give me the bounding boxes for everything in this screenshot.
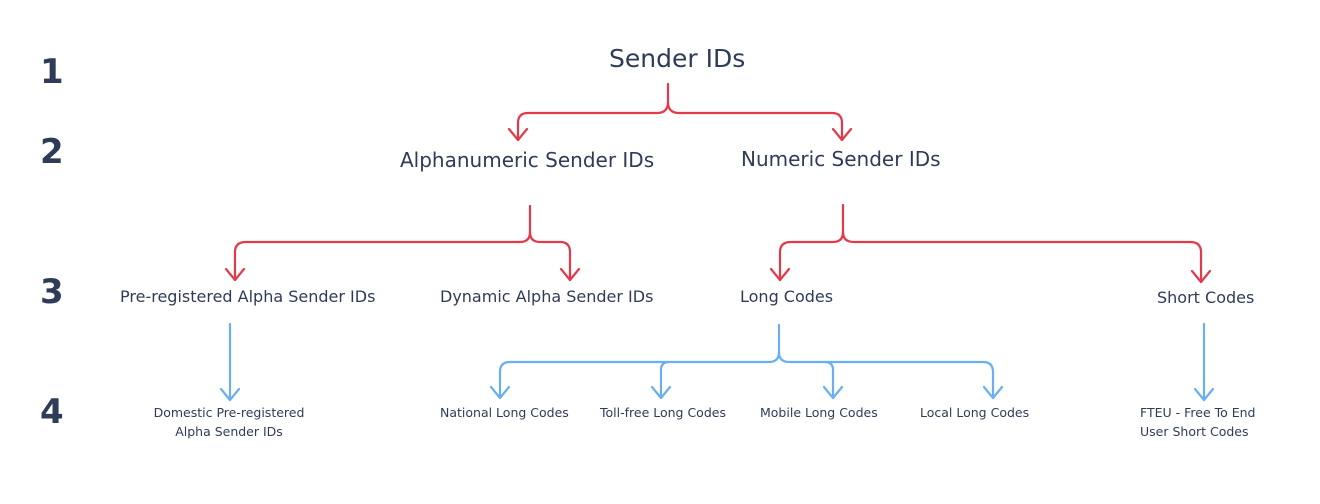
connector-long-codes-bus [498, 323, 781, 400]
connector-root-to-level2 [516, 82, 670, 142]
arrow-local [982, 385, 1004, 400]
arrow-short-codes [1190, 269, 1212, 284]
level-number-3: 3 [40, 272, 64, 312]
node-tollfree-long-codes: Toll-free Long Codes [600, 405, 726, 420]
level-number-1: 1 [40, 52, 64, 92]
arrow-alphanumeric [507, 127, 529, 142]
node-sender-ids: Sender IDs [609, 44, 746, 73]
arrow-domestic [219, 387, 241, 402]
node-domestic-preregistered-alpha-sender-ids: Domestic Pre-registered Alpha Sender IDs [154, 403, 305, 441]
node-local-long-codes: Local Long Codes [920, 405, 1030, 420]
connector-numeric-to-short [841, 230, 1203, 284]
connector-root-to-numeric [666, 100, 844, 142]
node-national-long-codes: National Long Codes [440, 405, 569, 420]
arrow-fteu [1193, 387, 1215, 402]
connector-long-codes-to-local [823, 360, 995, 400]
arrow-tollfree [650, 385, 672, 400]
node-dynamic-alpha-sender-ids: Dynamic Alpha Sender IDs [440, 287, 654, 306]
node-fteu-short-codes: FTEU - Free To End User Short Codes [1140, 403, 1256, 441]
node-fteu-line-2: User Short Codes [1140, 424, 1249, 439]
node-alphanumeric-sender-ids: Alphanumeric Sender IDs [400, 148, 655, 172]
arrow-long-codes [769, 267, 791, 282]
node-domestic-line-1: Domestic Pre-registered [153, 405, 305, 420]
node-domestic-line-2: Alpha Sender IDs [175, 424, 283, 439]
node-long-codes: Long Codes [740, 287, 834, 306]
arrow-preregistered [224, 267, 246, 282]
arrow-dynamic [559, 267, 581, 282]
connector-alphanumeric-to-dynamic [528, 230, 572, 282]
arrow-national [489, 385, 511, 400]
arrow-mobile [822, 385, 844, 400]
level-number-4: 4 [40, 392, 64, 432]
node-numeric-sender-ids: Numeric Sender IDs [741, 147, 941, 171]
node-mobile-long-codes: Mobile Long Codes [760, 405, 878, 420]
node-short-codes: Short Codes [1157, 288, 1255, 307]
arrow-numeric [831, 127, 853, 142]
primary-connectors [224, 82, 1212, 284]
secondary-connectors [219, 322, 1215, 402]
node-preregistered-alpha-sender-ids: Pre-registered Alpha Sender IDs [120, 287, 376, 306]
connector-alphanumeric-to-children [233, 204, 532, 282]
connector-long-codes-to-mobile [777, 350, 835, 400]
connector-long-codes-to-tollfree [659, 360, 671, 400]
node-fteu-line-1: FTEU - Free To End [1140, 405, 1256, 420]
level-number-2: 2 [40, 132, 64, 172]
